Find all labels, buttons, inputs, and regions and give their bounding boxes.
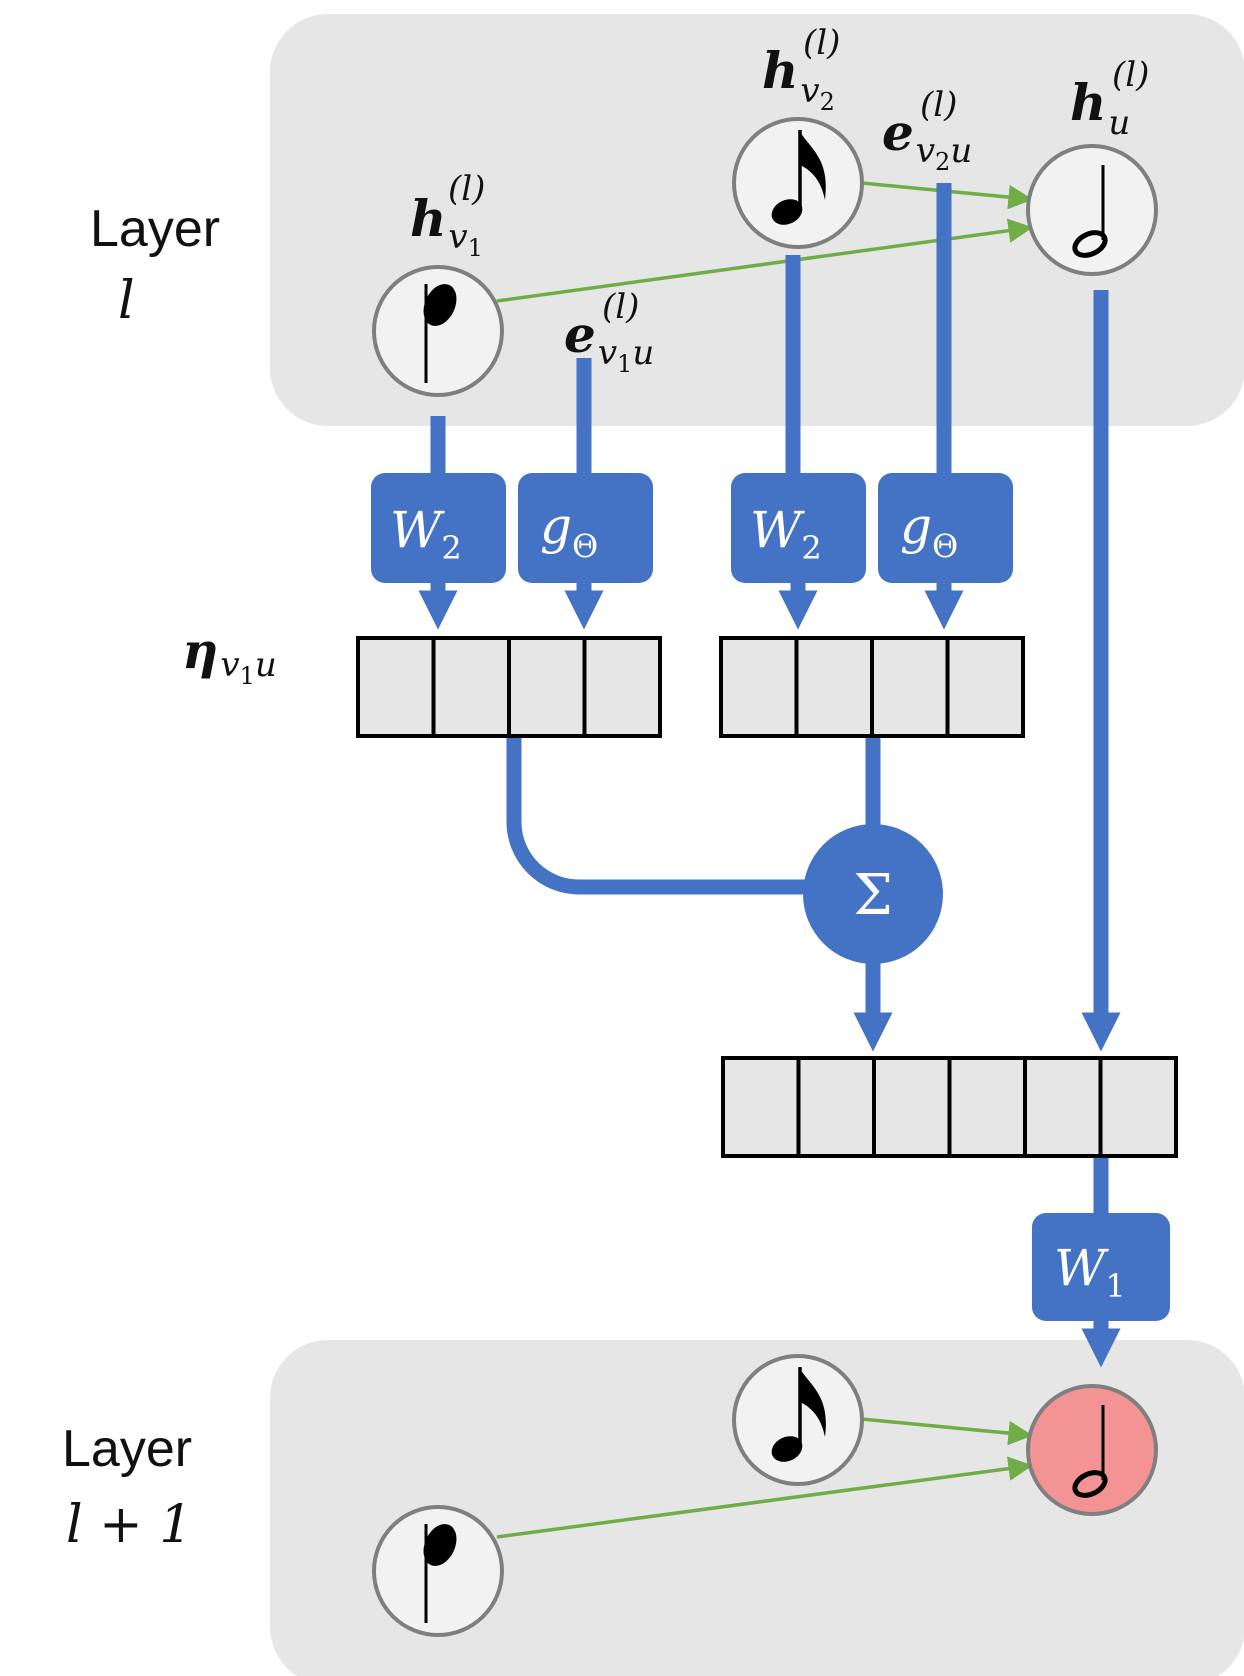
label-h-v2-sup: (l) (803, 23, 840, 63)
label-e-v1u-sup: (l) (602, 287, 639, 327)
vector-cell (796, 1056, 876, 1158)
layer-l-plus-1-variable: l + 1 (66, 1495, 192, 1555)
sum-aggregator: Σ (803, 824, 943, 964)
op-w1: W1 (1032, 1213, 1170, 1321)
node-v1-bottom (372, 1505, 504, 1637)
svg-text:W2: W2 (390, 501, 462, 567)
vector-cell (947, 1056, 1027, 1158)
vector-cell (945, 636, 1025, 738)
node-u-bottom-updated (1026, 1384, 1158, 1516)
label-h-v1: hv1 (410, 189, 483, 262)
label-h-v2: hv2 (762, 41, 835, 116)
eighth-note-icon (771, 130, 826, 225)
node-u-top (1026, 144, 1158, 276)
op-w2-right: W2 (731, 473, 866, 583)
label-e-v2u-sup: (l) (920, 85, 957, 125)
label-h-u: hu (1070, 73, 1130, 143)
vector-cell (872, 1056, 952, 1158)
flow-eta-left-to-sum (506, 738, 808, 895)
layer-l-title: Layer (90, 200, 220, 258)
op-g-theta-left: gΘ (518, 473, 653, 583)
quarter-note-flag-icon (423, 1524, 457, 1623)
vector-cell (721, 1056, 801, 1158)
node-v1-top (372, 265, 504, 397)
vector-cell (719, 636, 799, 738)
svg-text:W1: W1 (1054, 1239, 1126, 1305)
label-h-v1-sup: (l) (448, 169, 485, 209)
vector-cell (356, 636, 436, 738)
svg-text:gΘ: gΘ (900, 497, 958, 565)
node-v2-bottom (732, 1354, 864, 1486)
vector-cell (1023, 1056, 1103, 1158)
label-eta-v1u: ηv1u (182, 621, 277, 690)
sum-symbol: Σ (853, 863, 893, 928)
vector-cell (794, 636, 874, 738)
layer-l-plus-1-panel (270, 1340, 1244, 1676)
svg-text:W2: W2 (750, 501, 822, 567)
eta-v2u-vector (719, 636, 1025, 738)
vector-cell (1098, 1056, 1178, 1158)
vector-cell (870, 636, 950, 738)
label-e-v1u: ev1u (564, 305, 654, 378)
eta-v1u-vector (356, 636, 662, 738)
vector-cell (507, 636, 587, 738)
edge-v1-to-u-bottom (496, 1456, 1033, 1539)
label-e-v2u: ev2u (882, 103, 972, 176)
layer-l-plus-1-title: Layer (62, 1420, 192, 1478)
half-note-icon (1072, 165, 1108, 258)
vector-cell (431, 636, 511, 738)
label-h-u-sup: (l) (1112, 55, 1149, 95)
quarter-note-flag-icon (423, 284, 457, 383)
op-w2-left: W2 (371, 473, 506, 583)
vector-cell (582, 636, 662, 738)
half-note-icon (1072, 1405, 1108, 1498)
op-g-theta-right: gΘ (878, 473, 1013, 583)
layer-l-variable: l (118, 271, 135, 331)
eighth-note-icon (771, 1367, 826, 1462)
node-v2-top (732, 117, 864, 249)
edge-v2-to-u-bottom (861, 1417, 1033, 1446)
svg-text:gΘ: gΘ (540, 497, 598, 565)
concat-vector (721, 1056, 1178, 1158)
